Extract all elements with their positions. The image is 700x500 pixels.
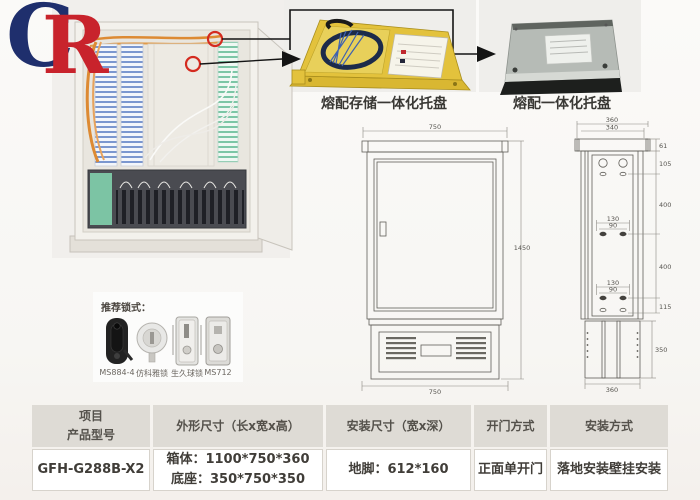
splice-column (120, 43, 144, 167)
arrow-right-icon (477, 46, 496, 62)
lock-photo-round (136, 322, 168, 363)
flow-connector (184, 9, 496, 73)
svg-text:90: 90 (609, 286, 617, 294)
lock-label-3: 生久球锁 (171, 369, 203, 378)
side-depth-inner-label: 340 (606, 124, 618, 132)
fiber-tray-photo (289, 19, 471, 91)
spec-outer-size-value: 箱体：1100*750*360 底座：350*750*350 (153, 449, 323, 492)
side-base-height-label: 350 (655, 346, 667, 354)
mounting-hole (599, 295, 607, 301)
lock-photo-panel-2 (205, 316, 231, 366)
logo-letter-c: C (6, 0, 75, 87)
arrow-right-icon (282, 51, 301, 67)
side-view-drawing: 360 340 130 90 (574, 116, 671, 394)
svg-text:130: 130 (607, 279, 619, 287)
spec-header-door-type: 开门方式 (474, 405, 547, 447)
lock-photo-handle (106, 318, 134, 364)
svg-text:115: 115 (659, 303, 671, 311)
svg-text:400: 400 (659, 201, 671, 209)
spec-header-outer-size: 外形尺寸（长x宽x高） (153, 405, 323, 447)
lock-photos (106, 316, 231, 366)
spec-header-install-size: 安装尺寸（宽x深） (326, 405, 471, 447)
spec-table: 项目 产品型号 外形尺寸（长x宽x高） 安装尺寸（宽x深） 开门方式 安装方式 … (32, 405, 668, 492)
mounting-hole (619, 231, 627, 237)
spec-model-value: GFH-G288B-X2 (32, 449, 150, 492)
lock-label-2: 仿科雅锁 (136, 369, 168, 378)
name-plate (420, 344, 452, 357)
spec-header-item: 项目 产品型号 (32, 405, 150, 447)
brand-logo: C R (6, 0, 116, 92)
vent-grille-left (386, 337, 416, 360)
svg-text:90: 90 (609, 222, 617, 230)
svg-text:130: 130 (607, 215, 619, 223)
logo-letter-r: R (42, 0, 109, 92)
spec-mount-type-value: 落地安装壁挂安装 (550, 449, 668, 492)
metal-tray-photo (500, 19, 622, 95)
locks-section-title: 推荐锁式： (101, 303, 151, 314)
spec-install-size-value: 地脚：612*160 (326, 449, 471, 492)
storage-column (217, 41, 239, 163)
side-cap-height-label: 61 (659, 142, 667, 150)
lock-label-1: MS884-4 (99, 368, 135, 377)
door-handle (379, 221, 387, 237)
lock-label-4: MS712 (204, 368, 232, 377)
mounting-hole (599, 231, 607, 237)
fiber-tray-caption: 熔配存储一体化托盘 (321, 96, 447, 112)
splice-column (94, 43, 118, 167)
spec-table-header-row: 项目 产品型号 外形尺寸（长x宽x高） 安装尺寸（宽x深） 开门方式 安装方式 (32, 405, 668, 447)
spec-header-mount-type: 安装方式 (550, 405, 668, 447)
lock-photo-panel-1 (172, 316, 202, 366)
highlight-circle-lower (184, 55, 202, 73)
mounting-hole (619, 295, 627, 301)
front-bottom-width-label: 750 (429, 388, 441, 396)
tray-label-card (544, 33, 593, 65)
side-depth-outer-label: 360 (606, 116, 618, 124)
cabinet-photo (69, 21, 293, 253)
side-top-height-label: 105 (659, 160, 671, 168)
tray-label-card (387, 33, 449, 79)
svg-text:400: 400 (659, 263, 671, 271)
front-view-drawing: 750 750 (361, 123, 531, 396)
vent-grille-right (456, 337, 486, 360)
spec-table-value-row: GFH-G288B-X2 箱体：1100*750*360 底座：350*750*… (32, 449, 668, 492)
spec-door-type-value: 正面单开门 (474, 449, 547, 492)
front-height-label: 1450 (514, 244, 531, 252)
metal-tray-caption: 熔配一体化托盘 (513, 96, 611, 112)
cable-entry-hole (598, 158, 608, 168)
side-depth-bottom-label: 360 (606, 386, 618, 394)
cable-entry-hole (618, 158, 628, 168)
front-top-width-label: 750 (429, 123, 441, 131)
